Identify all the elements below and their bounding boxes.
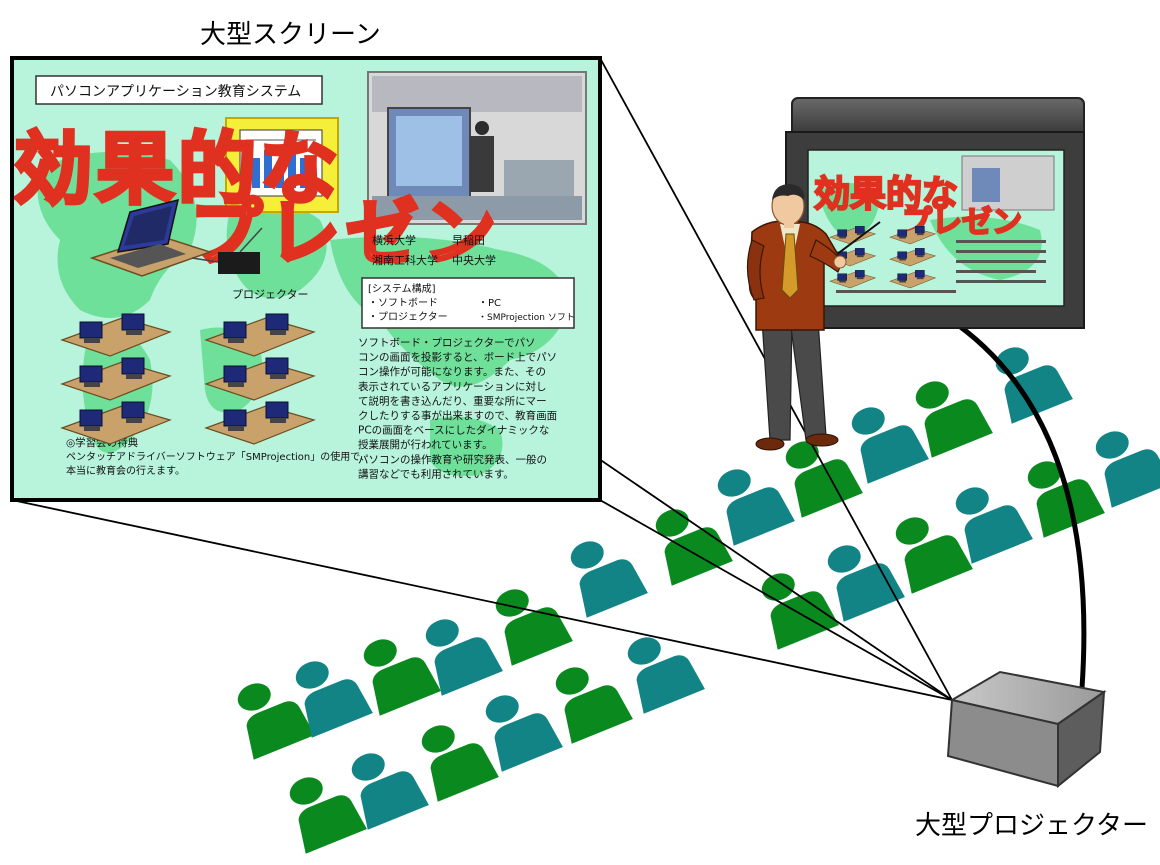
computer-desk bbox=[60, 357, 172, 401]
slide-footer-line1: ペンタッチアドライバーソフトウェア「SMProjection」の使用で、 bbox=[66, 450, 370, 463]
projector-label: 大型プロジェクター bbox=[915, 811, 1148, 841]
slide-projector-caption: プロジェクター bbox=[232, 288, 309, 301]
audience-person bbox=[421, 725, 499, 802]
computer-desk bbox=[204, 357, 316, 401]
university-left-1: 横浜大学 bbox=[372, 233, 416, 247]
audience-person bbox=[425, 619, 503, 696]
university-right-2: 中央大学 bbox=[452, 253, 496, 267]
audience-person bbox=[485, 695, 563, 772]
description-line: PCの画面をベースにしたダイナミックな bbox=[358, 424, 549, 437]
description-line: 授業展開が行われています。 bbox=[358, 438, 493, 451]
description-line: クしたりする事が出来ますので、教育画面 bbox=[358, 409, 557, 422]
audience-person bbox=[851, 407, 929, 484]
slide-desk-grid bbox=[60, 313, 316, 445]
system-item-board: ・ソフトボード bbox=[368, 297, 438, 309]
audience-person bbox=[915, 381, 993, 458]
computer-desk bbox=[889, 226, 937, 245]
audience-person bbox=[1095, 431, 1160, 508]
audience-person bbox=[555, 667, 633, 744]
audience-person bbox=[895, 517, 973, 594]
audience-person bbox=[955, 487, 1033, 564]
description-line: 表示されているアプリケーションに対し bbox=[358, 380, 546, 393]
computer-desk bbox=[889, 270, 937, 289]
description-line: 講習などでも利用されています。 bbox=[358, 467, 514, 480]
computer-desk bbox=[60, 401, 172, 445]
university-left-2: 湘南工科大学 bbox=[372, 253, 438, 267]
audience-person bbox=[627, 637, 705, 714]
large-screen: パソコンアプリケーション教育システム 効果的な プレゼン bbox=[10, 56, 602, 502]
projector-cable bbox=[946, 315, 1087, 689]
computer-desk bbox=[204, 313, 316, 357]
computer-desk bbox=[60, 313, 172, 357]
audience-person bbox=[363, 639, 441, 716]
computer-desk bbox=[204, 401, 316, 445]
audience-person bbox=[351, 753, 429, 830]
system-item-pc: ・PC bbox=[478, 298, 501, 309]
description-line: コンの画面を投影すると、ボード上でパソ bbox=[358, 351, 557, 364]
description-line: コン操作が可能になります。また、その bbox=[358, 365, 546, 378]
audience-person bbox=[495, 589, 573, 666]
university-list: 横浜大学 早稲田 湘南工科大学 中央大学 bbox=[372, 233, 496, 267]
system-item-software: ・SMProjection ソフト bbox=[478, 313, 575, 323]
audience-person bbox=[237, 683, 315, 760]
slide-description: ソフトボード・プロジェクターでパソコンの画面を投影すると、ボード上でパソコン操作… bbox=[358, 337, 557, 480]
slide-title-box bbox=[35, 75, 323, 105]
description-line: パソコンの操作教育や研究発表、一般の bbox=[358, 453, 547, 466]
projector-device bbox=[946, 670, 1107, 789]
slide-title: パソコンアプリケーション教育システム bbox=[50, 84, 301, 100]
system-item-projector: ・プロジェクター bbox=[368, 311, 448, 323]
system-config-box: [システム構成] ・ソフトボード ・PC ・プロジェクター ・SMProject… bbox=[361, 277, 575, 329]
audience-group bbox=[237, 347, 1160, 854]
screen-label: 大型スクリーン bbox=[200, 20, 381, 50]
audience-person bbox=[1027, 461, 1105, 538]
computer-desk bbox=[889, 248, 937, 267]
presenter-figure bbox=[746, 184, 881, 451]
wall-board: 効果的な プレゼン bbox=[785, 97, 1085, 329]
audience-person bbox=[717, 469, 795, 546]
laptop-illustration bbox=[89, 198, 263, 277]
audience-person bbox=[785, 441, 863, 518]
wall-handwriting-1: 効果的な bbox=[814, 174, 958, 215]
audience-person bbox=[289, 777, 367, 854]
computer-desk bbox=[829, 226, 877, 245]
university-right-1: 早稲田 bbox=[452, 234, 485, 247]
slide-footer-line2: 本当に教育会の行えます。 bbox=[66, 464, 185, 477]
computer-desk bbox=[829, 270, 877, 289]
audience-person bbox=[295, 661, 373, 738]
audience-person bbox=[827, 545, 905, 622]
audience-person bbox=[570, 541, 648, 618]
audience-person bbox=[995, 347, 1073, 424]
system-box-title: [システム構成] bbox=[368, 282, 436, 295]
chart-thumbnail bbox=[225, 117, 339, 213]
classroom-photo bbox=[367, 71, 587, 225]
description-line: て説明を書き込んだり、重要な所にマー bbox=[358, 394, 547, 407]
description-line: ソフトボード・プロジェクターでパソ bbox=[358, 337, 535, 349]
